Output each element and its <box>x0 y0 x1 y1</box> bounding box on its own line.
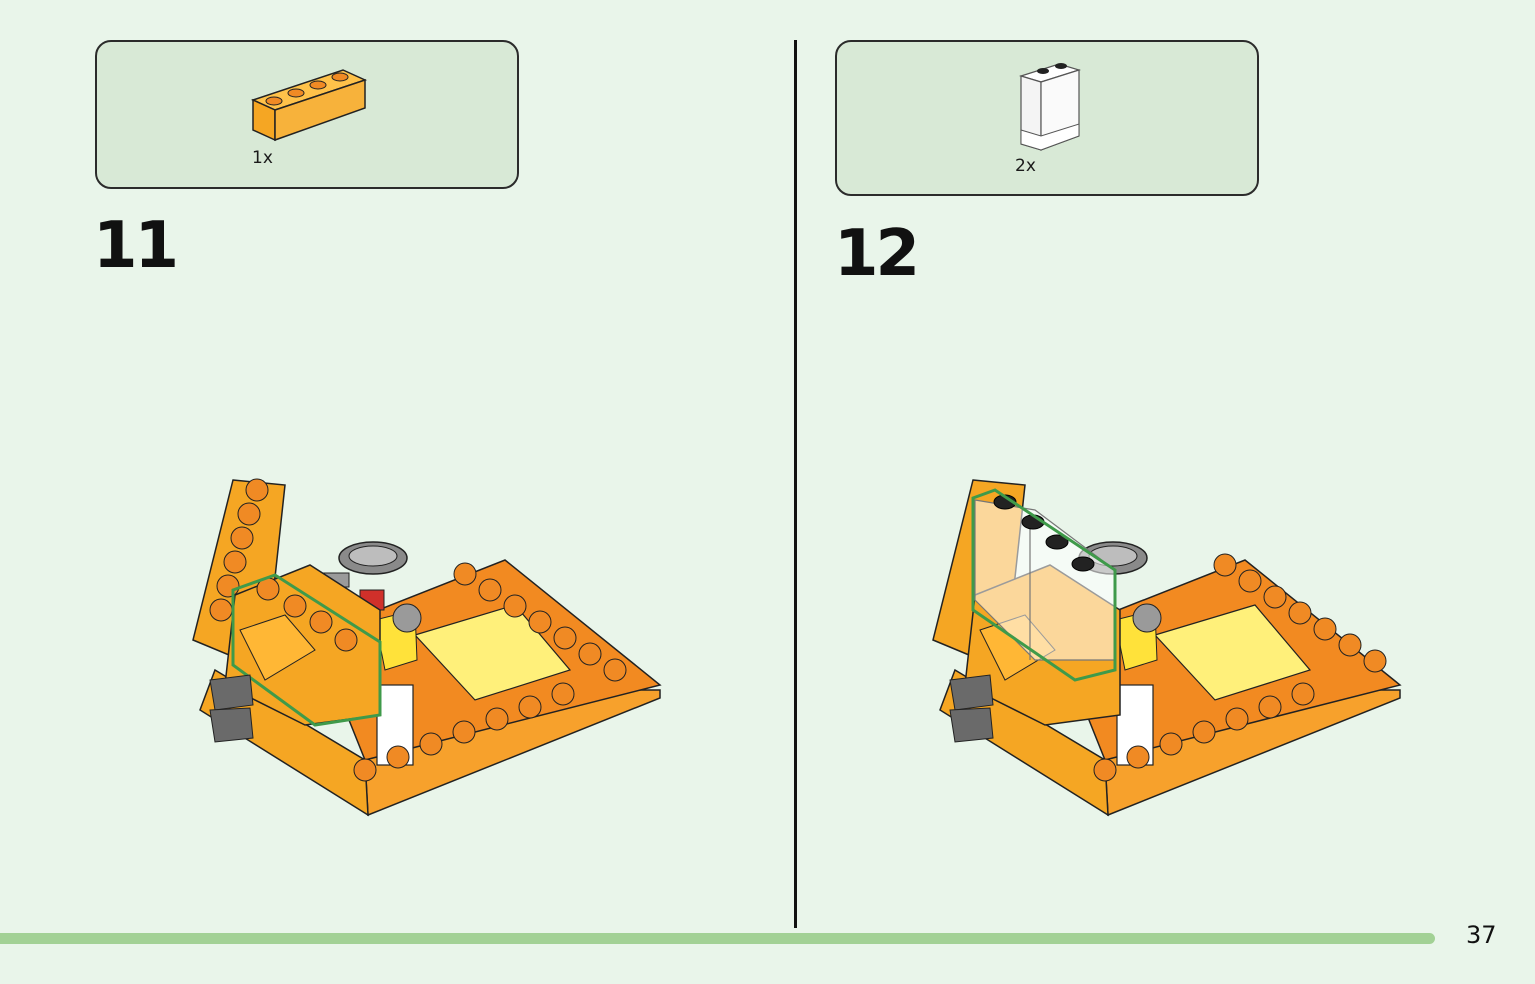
step-11-part-quantity: 1x <box>252 148 273 168</box>
progress-bar <box>0 933 1435 944</box>
step-11-parts-callout: 1x <box>95 40 519 189</box>
step-12-part-quantity: 2x <box>1015 156 1036 176</box>
step-11-build-illustration <box>192 478 662 817</box>
step-12-parts-callout: 2x <box>835 40 1259 196</box>
page-number: 37 <box>1466 921 1497 949</box>
orange-brick-1x4-icon <box>250 69 368 142</box>
step-12-build-illustration <box>932 479 1402 817</box>
step-divider <box>794 40 797 928</box>
step-11-number: 11 <box>93 209 179 283</box>
transparent-panel-1x2x2-icon <box>1018 63 1082 151</box>
step-12-number: 12 <box>834 217 920 291</box>
